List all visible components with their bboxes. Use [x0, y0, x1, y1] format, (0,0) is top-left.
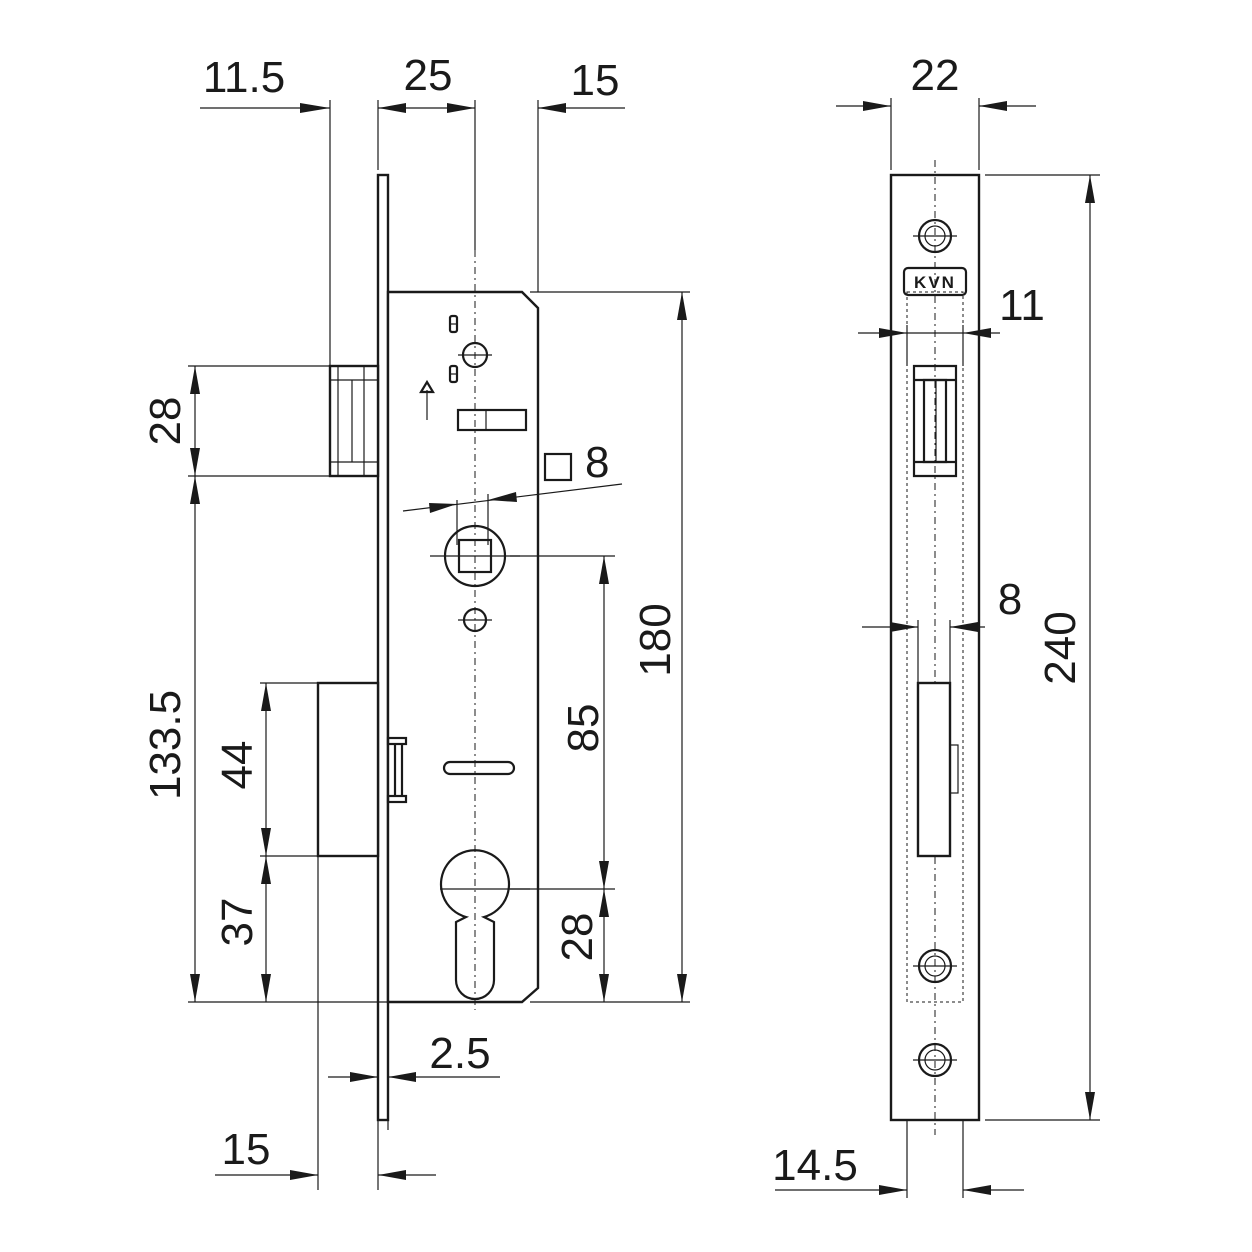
- screw-top: [913, 218, 957, 254]
- dim-latch-to-bottom-line: [190, 476, 200, 1002]
- latch-slot: [456, 408, 528, 432]
- dim-handle-to-cylinder-line: [599, 556, 609, 889]
- lock-case: [386, 290, 540, 1004]
- brand-logo: KVN: [914, 273, 956, 292]
- dim-deadbolt-to-bottom: 37: [213, 898, 262, 947]
- dim-center-offset: 14.5: [772, 1141, 858, 1190]
- front-view: 11.5 25 15 28 133.5 44 37: [141, 51, 690, 1190]
- dim-deadbolt-projection: 15: [222, 1125, 271, 1174]
- screw-middle: [913, 948, 957, 984]
- logo-box: [902, 266, 968, 297]
- dim-faceplate-thickness: 2.5: [429, 1029, 490, 1078]
- dim-latch-width-line: [858, 328, 1000, 338]
- dim-top-front: [200, 103, 625, 113]
- side-latch-bolt: [912, 364, 958, 478]
- side-view: KVN: [772, 51, 1100, 1198]
- case-outline: [906, 291, 964, 1003]
- dim-slot-width-line: [862, 622, 985, 632]
- latch-bolt: [328, 364, 380, 478]
- dim-case-height-line: [677, 292, 687, 1002]
- dim-cylinder-to-bottom-line: [599, 889, 609, 1002]
- dim-latch-height: 28: [141, 397, 190, 446]
- dim-case-height: 180: [631, 603, 680, 676]
- trigger-latch: [386, 736, 408, 804]
- dim-square-line: [402, 452, 623, 545]
- dim-slot-width: 8: [998, 575, 1022, 624]
- screw-hole: [458, 607, 492, 633]
- guide-slot: [442, 760, 516, 776]
- dim-center-offset-line: [775, 1185, 1024, 1195]
- dim-handle-to-cylinder: 85: [559, 704, 608, 753]
- screw-bottom: [913, 1042, 957, 1078]
- dim-latch-to-bottom: 133.5: [141, 690, 190, 800]
- dim-deadbolt-projection-line: [215, 1170, 436, 1180]
- dim-case-offset: 15: [571, 56, 620, 105]
- dim-faceplate-thickness-line: [328, 1072, 500, 1082]
- dim-faceplate-height: 240: [1036, 611, 1085, 684]
- side-deadbolt: [916, 681, 959, 858]
- dim-deadbolt-height-line: [261, 683, 271, 856]
- dim-bolt-overhang: 11.5: [203, 53, 285, 102]
- dim-latch-height-line: [190, 366, 200, 476]
- dim-square-size: 8: [585, 438, 609, 487]
- dim-deadbolt-to-bottom-line: [261, 856, 271, 1002]
- dim-backset: 25: [404, 51, 453, 100]
- dim-latch-width: 11: [999, 281, 1045, 330]
- dim-cylinder-to-bottom: 28: [553, 913, 602, 962]
- deadbolt: [316, 681, 380, 858]
- top-indicators: [419, 314, 492, 420]
- cylinder-cutout: [439, 849, 511, 1001]
- dim-faceplate-width: 22: [911, 51, 960, 100]
- faceplate: [376, 173, 390, 1122]
- dim-deadbolt-height: 44: [213, 741, 262, 790]
- handle-follower: [430, 524, 520, 588]
- dim-faceplate-height-line: [1085, 175, 1095, 1120]
- dim-faceplate-width-line: [836, 101, 1036, 111]
